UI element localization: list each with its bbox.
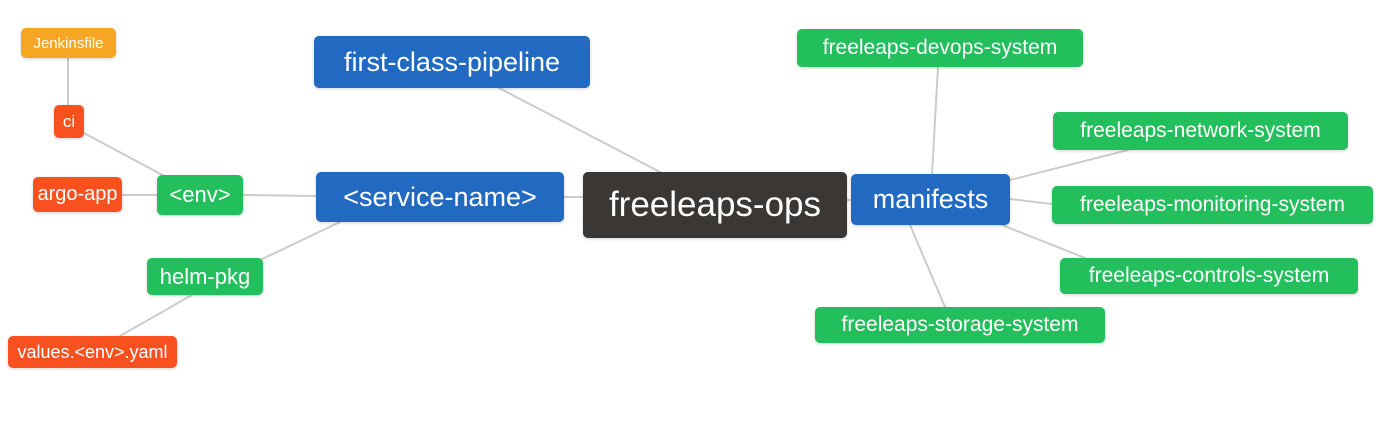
node-freeleaps-monitoring-system[interactable]: freeleaps-monitoring-system — [1052, 186, 1373, 224]
node-freeleaps-network-system[interactable]: freeleaps-network-system — [1053, 112, 1348, 150]
edge-manifests-devops-system — [931, 66, 939, 175]
node-freeleaps-storage-system[interactable]: freeleaps-storage-system — [815, 307, 1105, 343]
edge-manifests-controls-system — [1001, 224, 1086, 259]
edge-manifests-network-system — [1009, 149, 1129, 181]
node-freeleaps-devops-system[interactable]: freeleaps-devops-system — [797, 29, 1083, 67]
node-values-env-yaml[interactable]: values.<env>.yaml — [8, 336, 177, 368]
edge-ci-env — [81, 131, 169, 179]
node-env[interactable]: <env> — [157, 175, 243, 215]
edge-manifests-storage-system — [909, 224, 946, 308]
node-service-name[interactable]: <service-name> — [316, 172, 564, 222]
edge-pipeline-freeleaps-ops — [498, 87, 661, 173]
node-argo-app[interactable]: argo-app — [33, 177, 122, 212]
node-ci[interactable]: ci — [54, 105, 84, 138]
node-freeleaps-ops[interactable]: freeleaps-ops — [583, 172, 847, 238]
node-first-class-pipeline[interactable]: first-class-pipeline — [314, 36, 590, 88]
edge-helm-pkg-service-name — [257, 221, 341, 262]
edge-manifests-monitoring-system — [1009, 198, 1053, 205]
node-helm-pkg[interactable]: helm-pkg — [147, 258, 263, 295]
edge-env-service-name — [242, 194, 317, 197]
node-jenkinsfile[interactable]: Jenkinsfile — [21, 28, 116, 58]
node-freeleaps-controls-system[interactable]: freeleaps-controls-system — [1060, 258, 1358, 294]
node-manifests[interactable]: manifests — [851, 174, 1010, 225]
edge-values-helm-pkg — [119, 294, 193, 337]
